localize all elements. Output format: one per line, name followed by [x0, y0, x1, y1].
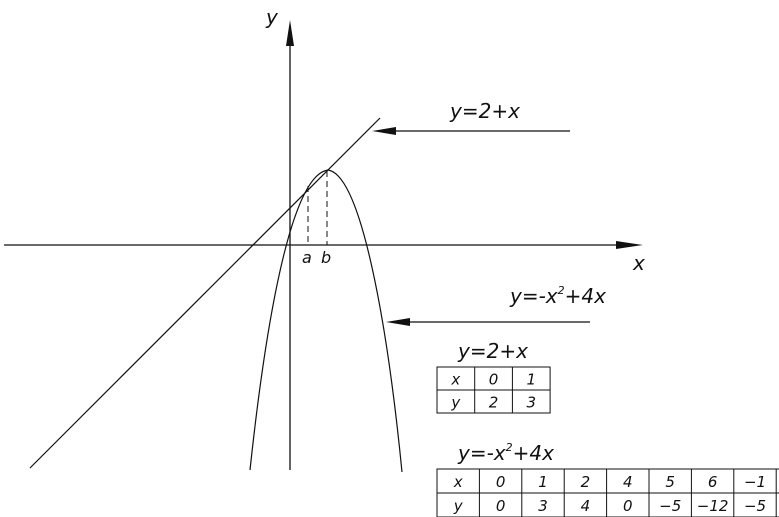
table1-title: y=2+x — [457, 339, 528, 363]
table1-cell: x — [450, 371, 460, 389]
table2-cell: −12 — [697, 497, 729, 515]
table2-cell: 4 — [623, 473, 633, 491]
parabola-pointer-arrowhead — [386, 318, 410, 326]
table2-cell: −5 — [659, 497, 681, 515]
table2-cell: 1 — [538, 473, 548, 491]
point-a-label: a — [302, 248, 312, 267]
y-axis-label: y — [265, 5, 279, 29]
table1-cell: 0 — [489, 371, 499, 389]
table1-cell: y — [450, 394, 461, 412]
parabola-curve — [249, 169, 403, 473]
line-pointer-arrowhead — [372, 127, 396, 135]
table2-cell: 3 — [538, 497, 548, 515]
table2-cell: x — [453, 473, 463, 491]
table1: x 0 1 y 2 3 — [436, 366, 551, 414]
table2-cell: 0 — [496, 497, 506, 515]
table2-cell: −5 — [744, 497, 766, 515]
parabola-pointer-label: y=-x2+4x — [509, 284, 606, 308]
y-axis-arrow — [286, 20, 294, 46]
table2-cell: 6 — [708, 473, 718, 491]
point-b-label: b — [321, 248, 331, 267]
table2-cell: 0 — [496, 473, 506, 491]
table2-cell: 2 — [581, 473, 591, 491]
table2-cell: 0 — [623, 497, 633, 515]
table2-title: y=-x2+4x — [457, 441, 554, 465]
table1-cell: 1 — [526, 371, 536, 389]
table1-cell: 3 — [526, 394, 536, 412]
table2-cell: 4 — [581, 497, 591, 515]
table1-cell: 2 — [489, 394, 499, 412]
table2-cell: 5 — [665, 473, 675, 491]
table2-cell: −1 — [744, 473, 766, 491]
table2-cell: y — [453, 497, 464, 515]
line-y-2-plus-x — [29, 117, 381, 469]
x-axis-arrow — [616, 241, 643, 249]
x-axis-label: x — [632, 251, 645, 275]
line-pointer-label: y=2+x — [449, 99, 520, 123]
